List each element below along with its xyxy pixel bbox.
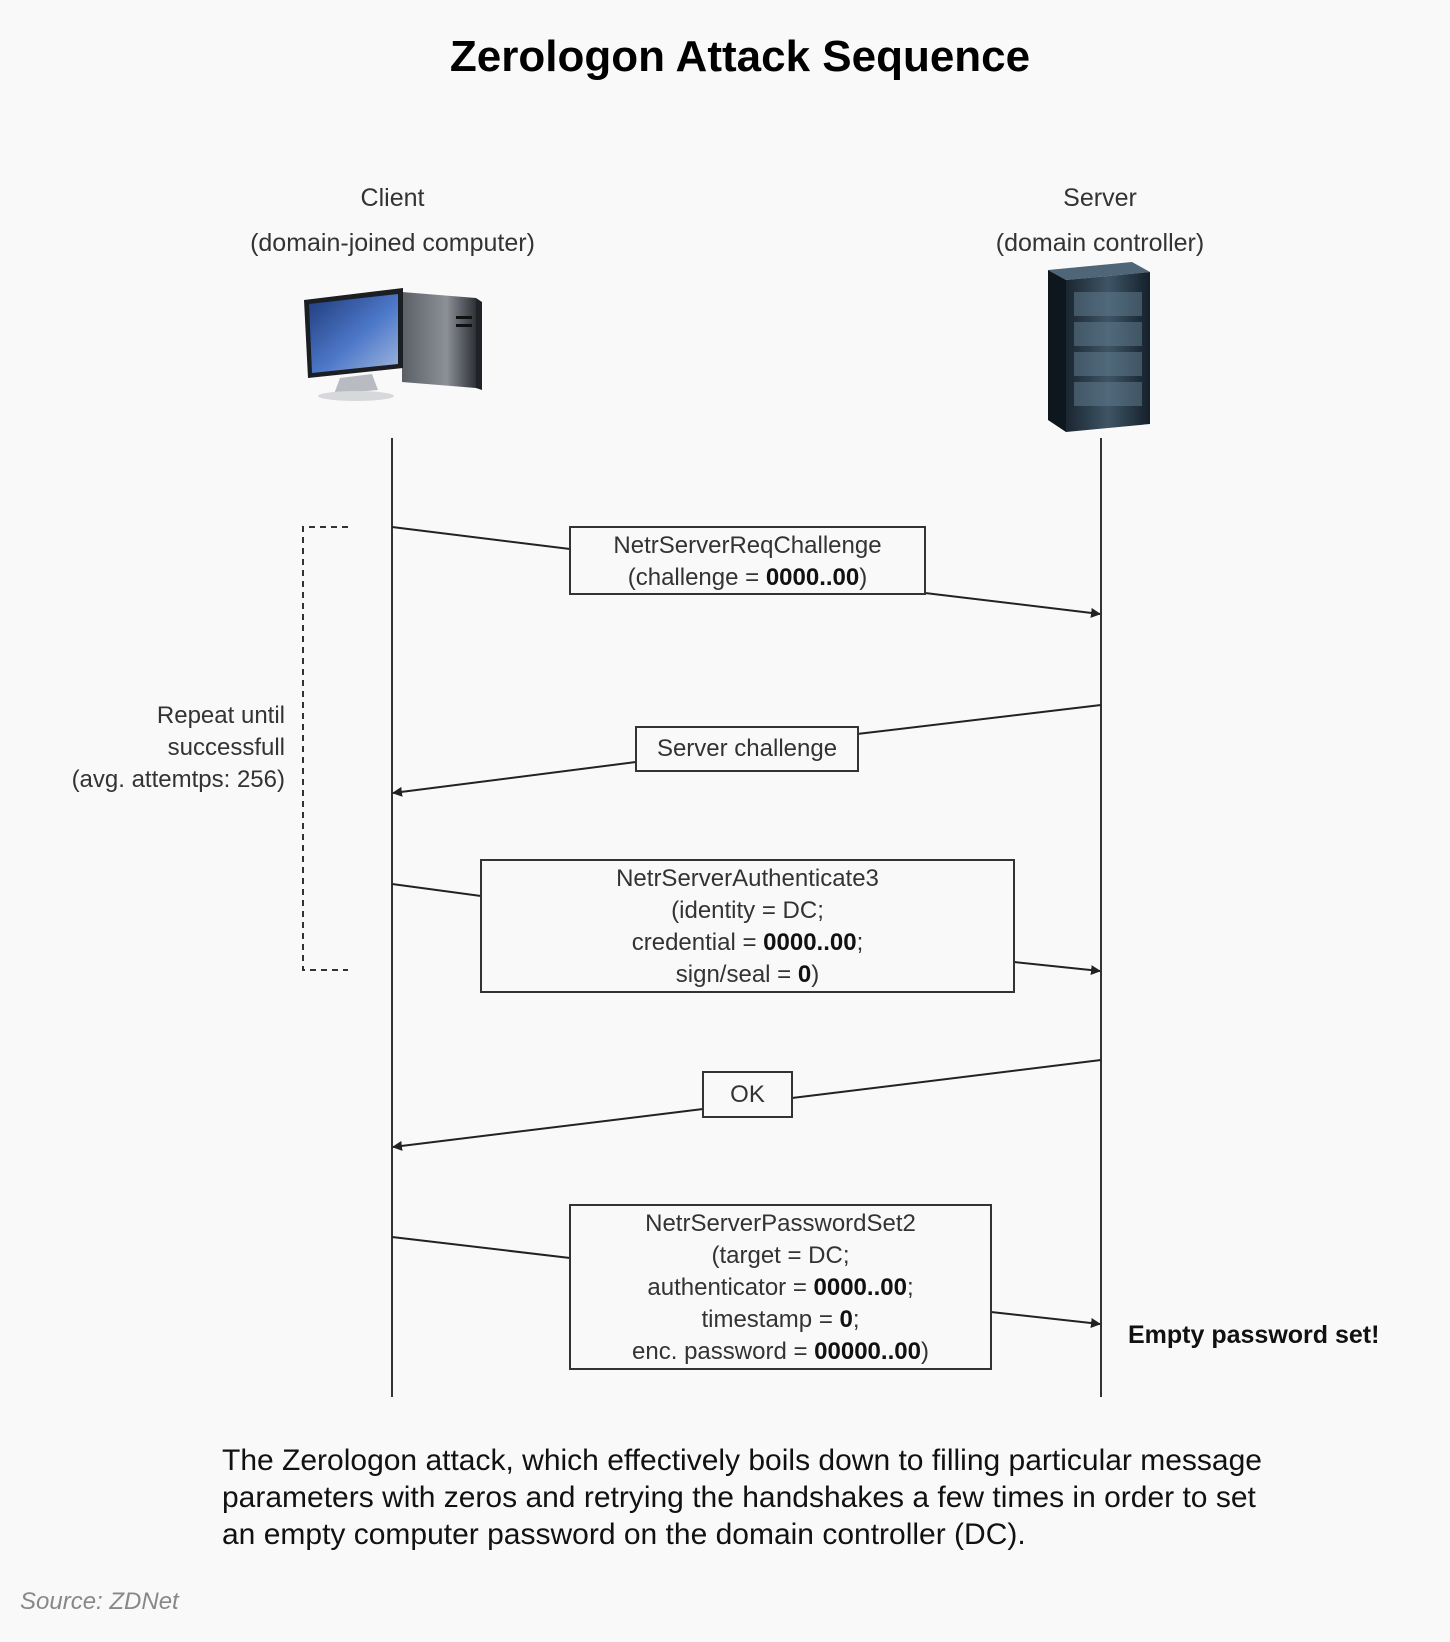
message-2-line xyxy=(856,704,1102,735)
message-3-line xyxy=(391,883,482,897)
desktop-computer-icon xyxy=(304,288,482,401)
repeat-bracket xyxy=(302,526,348,971)
message-name: Server challenge xyxy=(656,735,838,762)
message-1-arrow xyxy=(924,592,1101,618)
message-name: NetrServerPasswordSet2 xyxy=(645,1210,916,1237)
message-4-line xyxy=(791,1059,1102,1099)
client-name: Client xyxy=(360,184,425,212)
message-param: enc. password = 00000..00) xyxy=(632,1338,929,1365)
client-actor-label: Client (domain-joined computer) xyxy=(190,176,595,266)
message-box: NetrServerReqChallenge (challenge = 0000.… xyxy=(569,526,926,595)
repeat-note: Repeat until successfull (avg. attemtps:… xyxy=(20,700,285,796)
message-name: NetrServerReqChallenge xyxy=(613,532,882,559)
message-5-arrow xyxy=(990,1311,1101,1328)
message-param: (challenge = 0000..00) xyxy=(627,564,868,591)
figure-caption: The Zerologon attack, which effectively … xyxy=(222,1444,1262,1551)
server-role: (domain controller) xyxy=(995,229,1205,257)
message-param: (target = DC; xyxy=(711,1242,850,1269)
message-box: OK xyxy=(702,1071,793,1118)
message-box: NetrServerAuthenticate3 (identity = DC; cr… xyxy=(480,859,1015,993)
message-box: NetrServerPasswordSet2 (target = DC; authe… xyxy=(569,1204,992,1370)
message-param: timestamp = 0; xyxy=(701,1306,860,1333)
message-4-arrow xyxy=(392,1108,704,1151)
message-box: Server challenge xyxy=(635,726,859,772)
message-param: authenticator = 0000..00; xyxy=(647,1274,914,1301)
diagram-title: Zerologon Attack Sequence xyxy=(449,32,1031,81)
message-5-line xyxy=(391,1236,571,1259)
server-rack-icon xyxy=(1048,262,1150,432)
message-param: sign/seal = 0) xyxy=(675,961,820,988)
message-1-line xyxy=(391,526,571,550)
message-param: credential = 0000..00; xyxy=(631,929,864,956)
message-param: (identity = DC; xyxy=(671,897,824,924)
server-name: Server xyxy=(1063,184,1137,212)
server-actor-label: Server (domain controller) xyxy=(950,176,1250,266)
message-name: NetrServerAuthenticate3 xyxy=(616,865,879,892)
repeat-note-line: Repeat until xyxy=(156,702,285,729)
source-credit: Source: ZDNet xyxy=(20,1588,179,1615)
client-role: (domain-joined computer) xyxy=(250,229,535,257)
message-2-arrow xyxy=(392,761,637,797)
repeat-note-line: successfull xyxy=(167,734,285,761)
repeat-note-line: (avg. attemtps: 256) xyxy=(71,766,285,793)
message-3-arrow xyxy=(1013,961,1101,976)
result-note: Empty password set! xyxy=(1128,1321,1380,1349)
message-name: OK xyxy=(730,1081,765,1108)
